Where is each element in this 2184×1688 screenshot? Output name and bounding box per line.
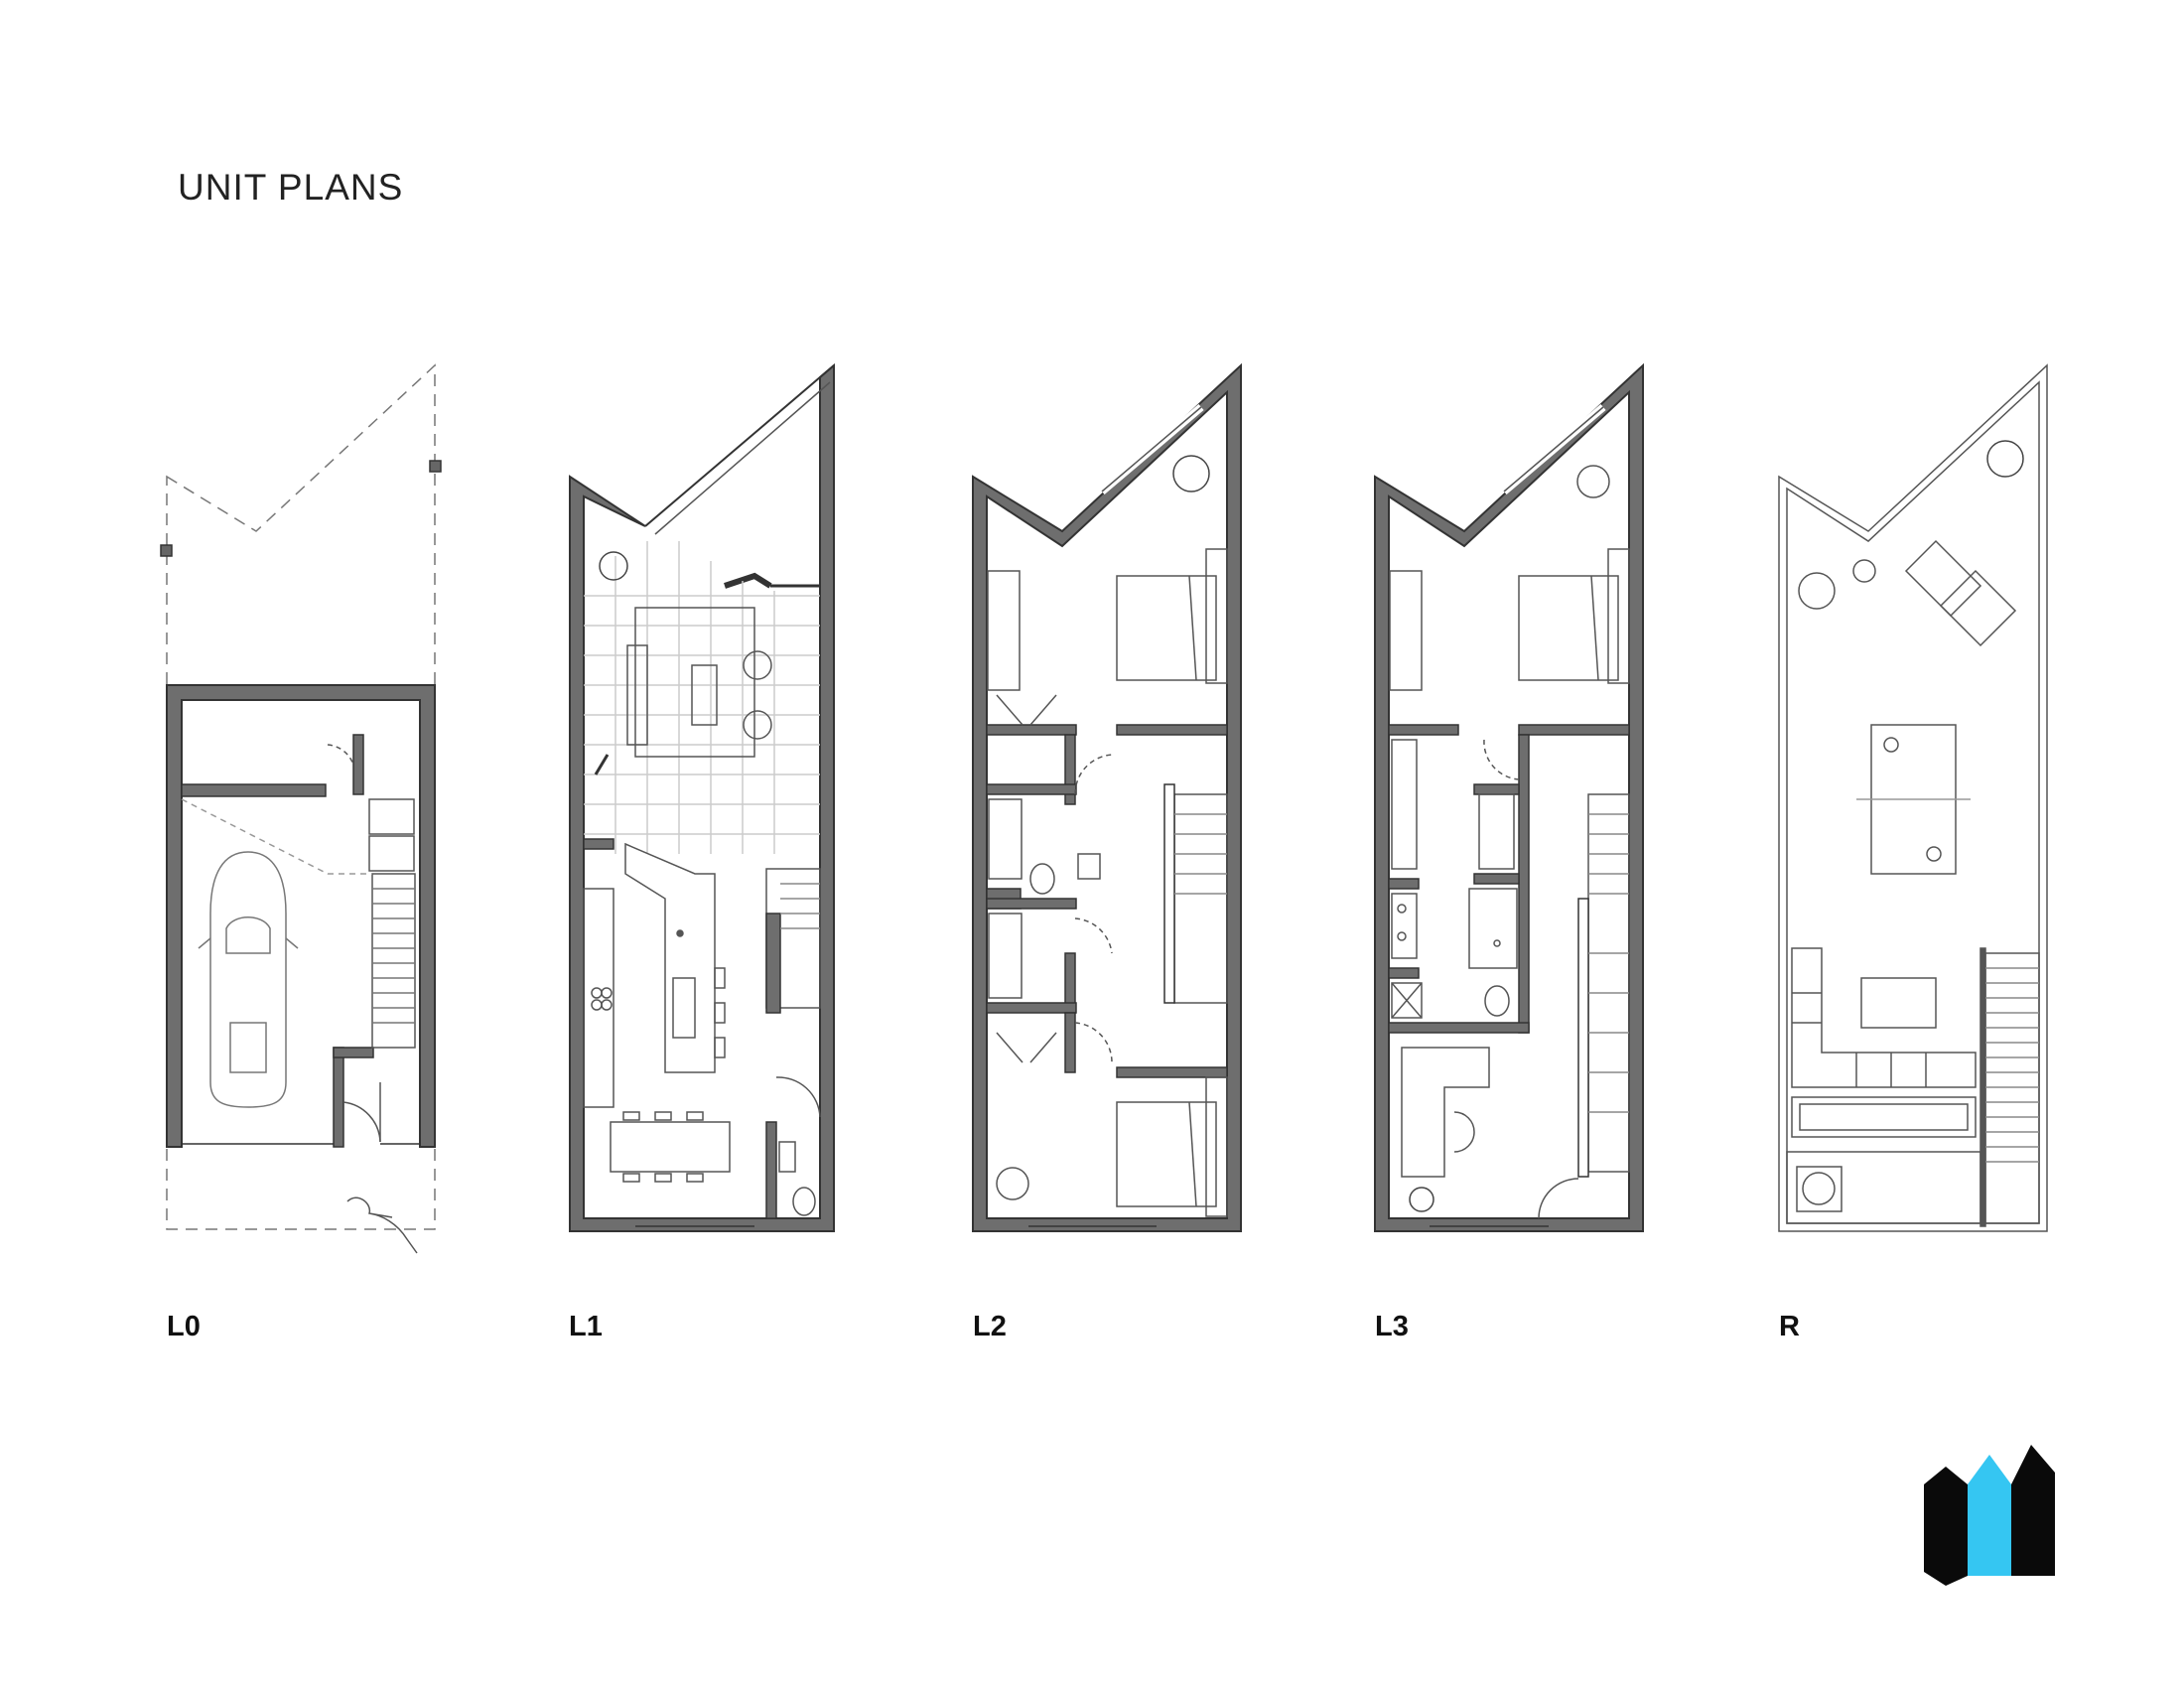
plan-l1 (569, 362, 835, 1232)
level-label-l2: L2 (973, 1311, 1007, 1342)
level-label-l3: L3 (1375, 1311, 1409, 1342)
plan-r (1778, 363, 2048, 1232)
page-title: UNIT PLANS (178, 167, 404, 208)
plan-l3 (1374, 362, 1644, 1232)
level-label-l0: L0 (167, 1311, 201, 1342)
company-logo (1924, 1445, 2055, 1586)
plan-l2 (972, 362, 1242, 1232)
plan-l0 (160, 363, 442, 1254)
level-label-l1: L1 (569, 1311, 603, 1342)
level-label-r: R (1779, 1311, 1800, 1342)
